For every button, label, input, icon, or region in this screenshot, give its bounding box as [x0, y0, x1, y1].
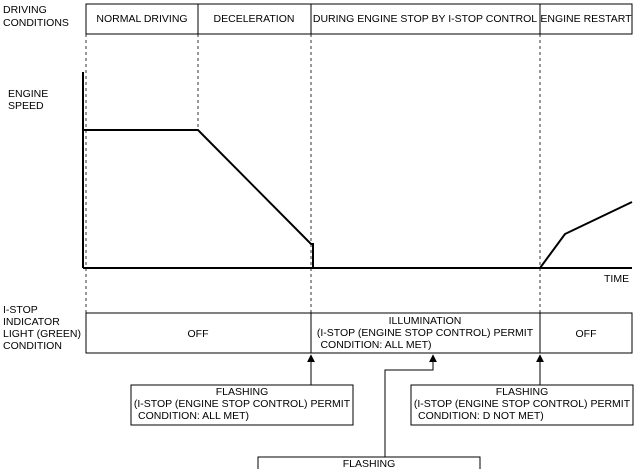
time-axis-label: TIME: [604, 273, 629, 285]
callout-b-or-c-1: FLASHING: [343, 458, 396, 469]
callout-d-3: CONDITION: D NOT MET): [418, 410, 544, 422]
callout-all-met-2: (I-STOP (ENGINE STOP CONTROL) PERMIT: [134, 398, 351, 410]
callout-flashing-b-or-c: [258, 457, 480, 469]
callout-flashing-all-met: [130, 384, 354, 426]
phase-normal-driving: NORMAL DRIVING: [96, 13, 187, 25]
indicator-off-before: OFF: [188, 328, 209, 340]
indicator-illumination-1: ILLUMINATION: [389, 315, 462, 327]
label-engine-speed-2: SPEED: [8, 100, 44, 112]
phase-deceleration: DECELERATION: [214, 13, 295, 25]
callout-all-met-1: FLASHING: [216, 386, 269, 398]
phase-boundaries: [85, 34, 541, 313]
label-indicator-1: I-STOP: [3, 304, 38, 316]
label-driving-conditions-1: DRIVING: [3, 4, 47, 16]
label-indicator-4: CONDITION: [3, 340, 62, 352]
label-indicator-3: LIGHT (GREEN): [3, 328, 81, 340]
phase-header-row: [85, 3, 633, 35]
callout-flashing-d: [410, 384, 634, 426]
engine-speed-curve: [83, 129, 314, 268]
callout-d-1: FLASHING: [496, 386, 549, 398]
indicator-off-after: OFF: [576, 328, 597, 340]
label-driving-conditions-2: CONDITIONS: [3, 17, 69, 29]
label-engine-speed-1: ENGINE: [8, 88, 48, 100]
label-indicator-2: INDICATOR: [3, 316, 60, 328]
indicator-row: [85, 312, 633, 354]
engine-restart-curve: [539, 201, 633, 269]
callout-d-2: (I-STOP (ENGINE STOP CONTROL) PERMIT: [414, 398, 631, 410]
indicator-illumination-2: (I-STOP (ENGINE STOP CONTROL) PERMIT: [317, 327, 534, 339]
callout-all-met-3: CONDITION: ALL MET): [138, 410, 249, 422]
arrow-flashing-b-or-c: [384, 354, 437, 457]
phase-engine-restart: ENGINE RESTART: [540, 13, 632, 25]
phase-engine-stop: DURING ENGINE STOP BY I-STOP CONTROL: [313, 13, 537, 25]
indicator-illumination-3: CONDITION: ALL MET): [320, 339, 431, 351]
